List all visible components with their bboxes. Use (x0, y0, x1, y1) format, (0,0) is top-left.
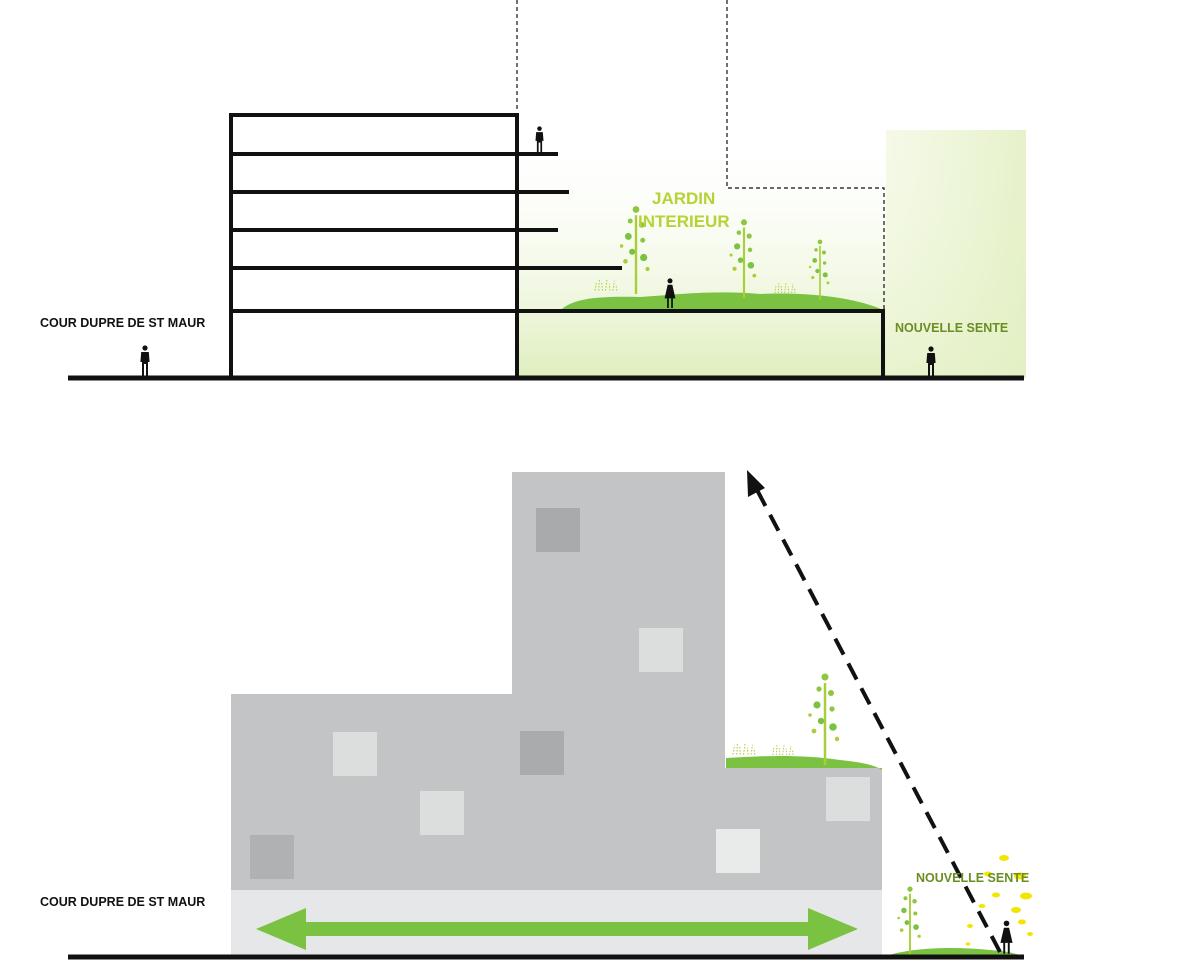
person-icon (140, 345, 150, 376)
window-dark (250, 835, 294, 879)
tree-icon (806, 672, 841, 765)
window-light (333, 732, 377, 776)
section-view: COUR DUPRE DE ST MAUR NOUVELLE SENTE JAR… (40, 0, 1026, 381)
grass-icon (732, 741, 756, 756)
window-white (716, 829, 760, 873)
garden-mound (562, 292, 881, 309)
garden-light-zone-right (886, 130, 1026, 378)
light-dots (965, 855, 1033, 946)
label-cour-dupre: COUR DUPRE DE ST MAUR (40, 895, 205, 909)
street-garden (886, 948, 1022, 956)
dashed-arrow-icon (747, 470, 1002, 953)
window-dark (520, 731, 564, 775)
light-line-right (726, 0, 885, 310)
window-light (826, 777, 870, 821)
window-light (420, 791, 464, 835)
tree-icon (896, 885, 922, 956)
window-light (639, 628, 683, 672)
roof-garden (726, 756, 882, 770)
window-dark (536, 508, 580, 552)
label-jardin: JARDIN (652, 189, 715, 208)
label-nouvelle-sente: NOUVELLE SENTE (916, 871, 1029, 885)
podium (231, 309, 885, 378)
label-cour-dupre: COUR DUPRE DE ST MAUR (40, 316, 205, 330)
woman-icon (1000, 920, 1013, 954)
grass-icon (772, 743, 794, 756)
label-nouvelle-sente: NOUVELLE SENTE (895, 321, 1008, 335)
double-arrow-icon (256, 908, 858, 950)
elevation-view: COUR DUPRE DE ST MAUR NOUVELLE SENTE (40, 470, 1033, 960)
label-interieur: INTERIEUR (638, 212, 730, 231)
